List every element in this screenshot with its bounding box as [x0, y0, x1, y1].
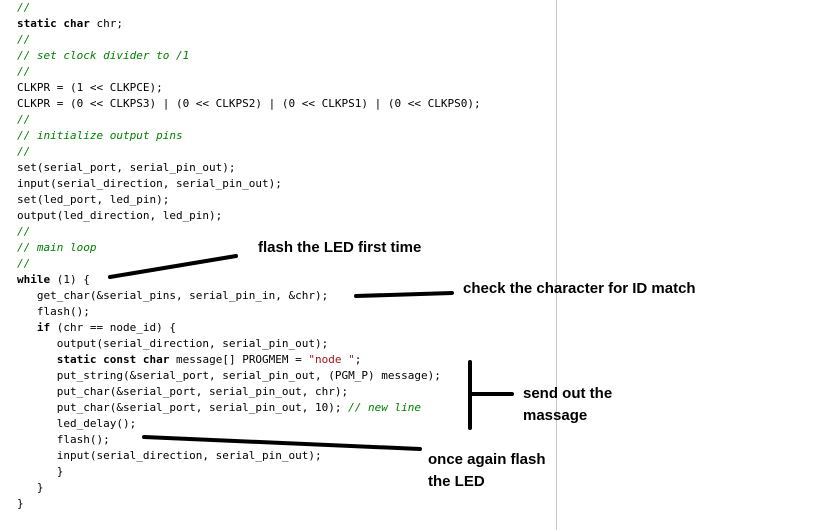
code-text: output(serial_direction, serial_pin_out)…	[17, 337, 329, 350]
code-line: output(serial_direction, serial_pin_out)…	[17, 336, 329, 352]
annotation-send-out-line1: send out the	[523, 385, 613, 402]
code-keyword: while	[17, 273, 51, 286]
code-comment: //	[17, 113, 31, 126]
code-line: led_delay();	[17, 416, 136, 432]
code-text: (1) {	[50, 273, 90, 286]
code-line: input(serial_direction, serial_pin_out);	[17, 176, 282, 192]
code-comment: // initialize output pins	[17, 129, 183, 142]
code-comment: // main loop	[17, 241, 97, 254]
code-keyword: static const char	[56, 353, 170, 366]
code-text: put_char(&serial_port, serial_pin_out, c…	[17, 385, 349, 398]
code-line: CLKPR = (1 << CLKPCE);	[17, 80, 163, 96]
code-comment: //	[17, 225, 31, 238]
code-text: flash();	[17, 433, 110, 446]
code-comment: // new line	[348, 401, 421, 414]
code-line: input(serial_direction, serial_pin_out);	[17, 448, 322, 464]
code-text: CLKPR = (0 << CLKPS3) | (0 << CLKPS2) | …	[17, 97, 481, 110]
code-string: "node "	[308, 353, 355, 366]
code-text: flash();	[17, 305, 90, 318]
code-line: if (chr == node_id) {	[17, 320, 176, 336]
code-keyword: if	[36, 321, 51, 334]
code-line: put_char(&serial_port, serial_pin_out, c…	[17, 384, 348, 400]
code-text: put_string(&serial_port, serial_pin_out,…	[17, 369, 441, 382]
code-text: }	[17, 481, 44, 494]
code-comment: //	[17, 33, 31, 46]
code-text: led_delay();	[17, 417, 137, 430]
code-text: put_char(&serial_port, serial_pin_out, 1…	[17, 401, 349, 414]
code-comment: //	[17, 65, 31, 78]
code-line: put_string(&serial_port, serial_pin_out,…	[17, 368, 441, 384]
code-line: //	[17, 144, 30, 160]
code-text: ;	[354, 353, 362, 366]
code-line: }	[17, 464, 64, 480]
code-line: CLKPR = (0 << CLKPS3) | (0 << CLKPS2) | …	[17, 96, 481, 112]
code-line: //	[17, 112, 30, 128]
code-line: while (1) {	[17, 272, 90, 288]
code-line: flash();	[17, 304, 90, 320]
code-line: // main loop	[17, 240, 96, 256]
code-editor-panel: //static char chr;//// set clock divider…	[17, 0, 481, 512]
code-comment: //	[17, 145, 31, 158]
code-text	[17, 353, 57, 366]
code-text: message[] PROGMEM =	[169, 353, 309, 366]
code-line: // set clock divider to /1	[17, 48, 189, 64]
code-text: input(serial_direction, serial_pin_out);	[17, 449, 322, 462]
code-text: output(led_direction, led_pin);	[17, 209, 223, 222]
code-line: }	[17, 480, 44, 496]
code-text: }	[17, 465, 64, 478]
code-comment: //	[17, 1, 31, 14]
code-comment: // set clock divider to /1	[17, 49, 190, 62]
code-line: //	[17, 224, 30, 240]
code-line: //	[17, 0, 30, 16]
code-line: }	[17, 496, 24, 512]
code-line: flash();	[17, 432, 110, 448]
code-text: CLKPR = (1 << CLKPCE);	[17, 81, 163, 94]
code-line: //	[17, 256, 30, 272]
code-line: static char chr;	[17, 16, 123, 32]
code-line: //	[17, 32, 30, 48]
code-comment: //	[17, 257, 31, 270]
annotation-check-character: check the character for ID match	[463, 280, 696, 297]
code-text	[17, 321, 37, 334]
code-text: get_char(&serial_pins, serial_pin_in, &c…	[17, 289, 329, 302]
code-line: output(led_direction, led_pin);	[17, 208, 222, 224]
code-text: set(led_port, led_pin);	[17, 193, 170, 206]
annotation-flash-first: flash the LED first time	[258, 239, 422, 256]
code-line: set(led_port, led_pin);	[17, 192, 169, 208]
code-text: }	[17, 497, 24, 510]
code-line: static const char message[] PROGMEM = "n…	[17, 352, 362, 368]
code-text: input(serial_direction, serial_pin_out);	[17, 177, 282, 190]
panel-divider	[556, 0, 557, 530]
code-text: set(serial_port, serial_pin_out);	[17, 161, 236, 174]
code-text: chr;	[89, 17, 123, 30]
annotation-flash-again-line2: the LED	[428, 473, 485, 490]
code-line: //	[17, 64, 30, 80]
code-text: (chr == node_id) {	[50, 321, 176, 334]
code-line: get_char(&serial_pins, serial_pin_in, &c…	[17, 288, 328, 304]
code-line: put_char(&serial_port, serial_pin_out, 1…	[17, 400, 421, 416]
annotation-send-out-line2: massage	[523, 407, 588, 424]
code-line: set(serial_port, serial_pin_out);	[17, 160, 236, 176]
code-line: // initialize output pins	[17, 128, 183, 144]
annotation-flash-again-line1: once again flash	[428, 451, 546, 468]
code-keyword: static char	[17, 17, 90, 30]
